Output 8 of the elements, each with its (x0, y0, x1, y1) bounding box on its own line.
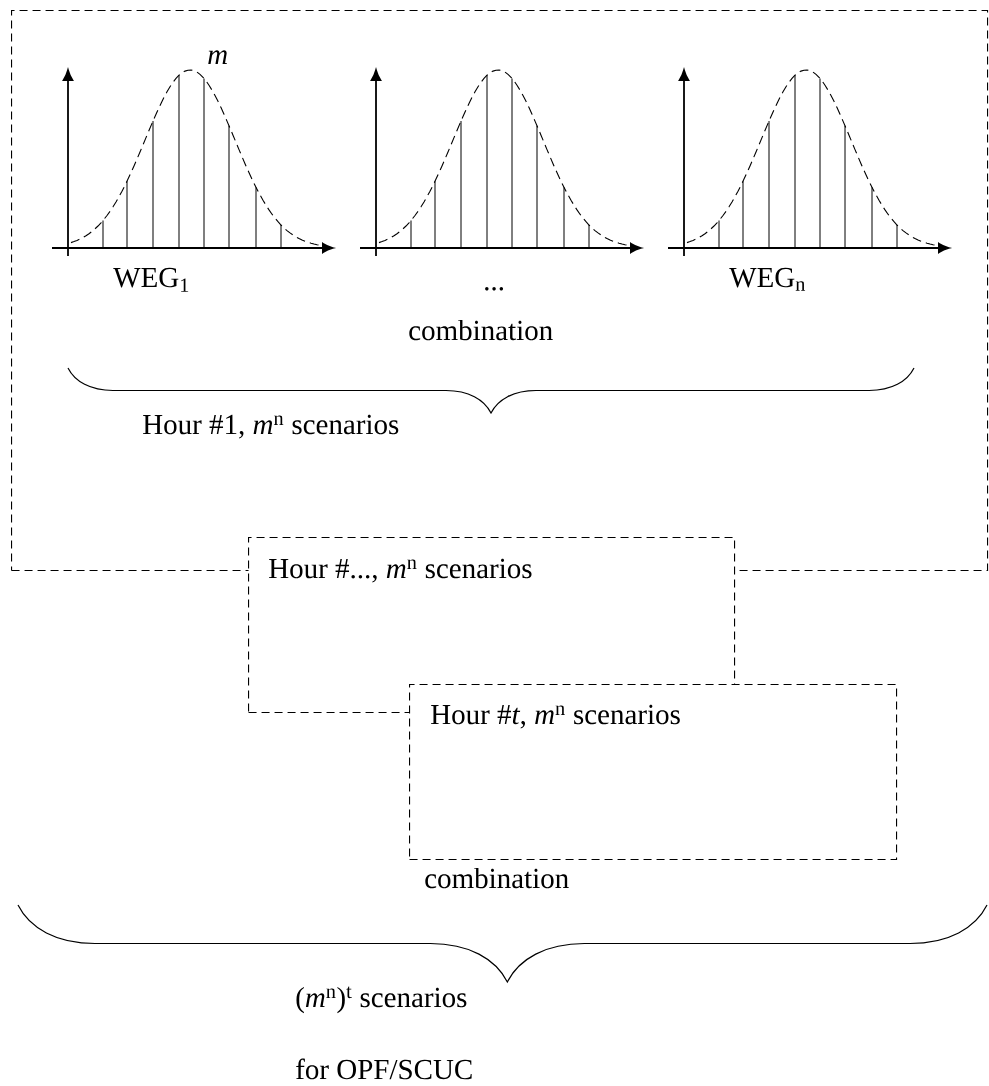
text-label: (m$^{n}$)$^{t}$ scenarios (296, 986, 467, 1014)
dashed-box: Hour #t, m$^{n}$ scenarios (409, 684, 898, 861)
text-label: combination (409, 319, 553, 341)
text-label: ... (485, 287, 504, 291)
text-label: WEG$_{n}$ (729, 267, 806, 291)
text-label: m (208, 50, 227, 64)
text-label: WEG$_{1}$ (113, 267, 189, 292)
text-label: for OPF/SCUC (296, 1058, 472, 1080)
